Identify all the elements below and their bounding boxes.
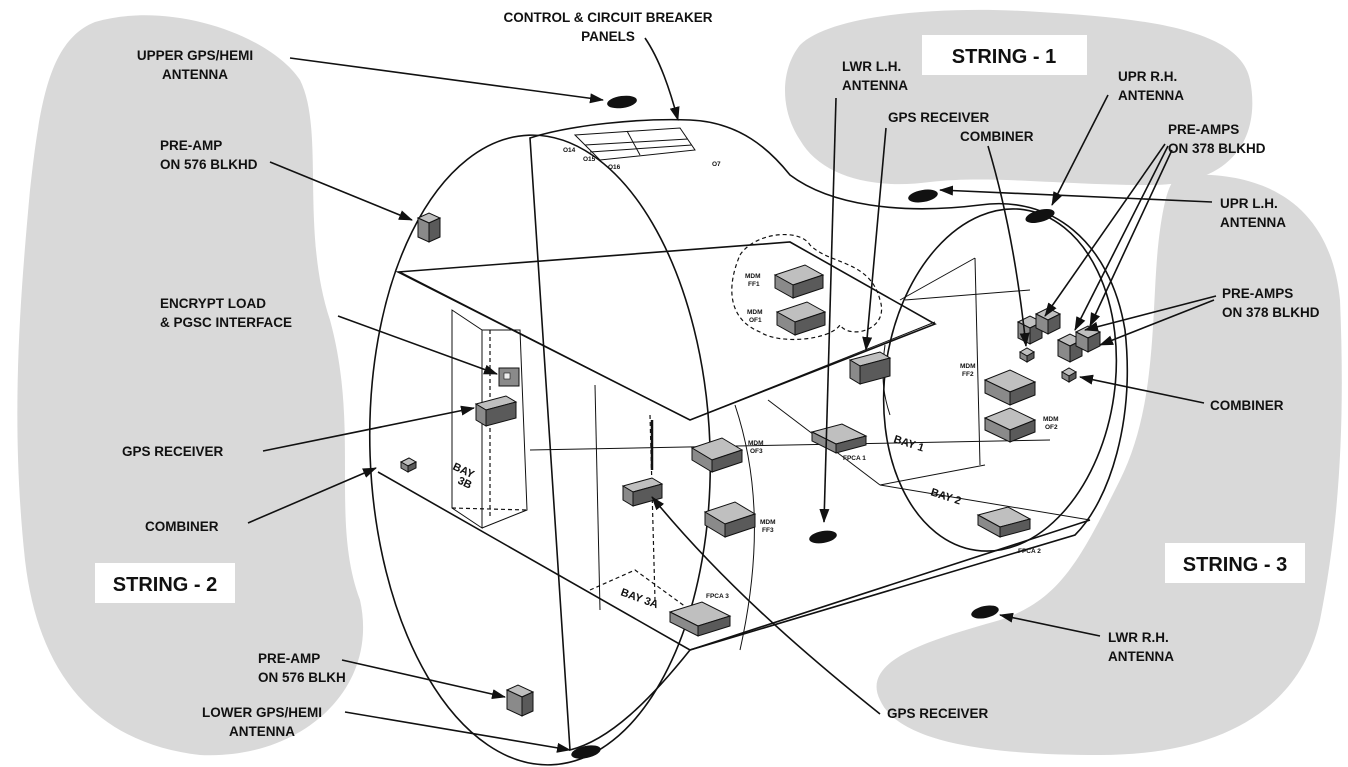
preamps-378-mid-label-2: ON 378 BLKHD — [1222, 305, 1320, 320]
string-3-region — [876, 174, 1342, 755]
upper-gps-antenna-label-2: ANTENNA — [162, 67, 228, 82]
mdm-ff2-label-1: MDM — [960, 363, 976, 370]
mdm-of1-label-2: OF1 — [749, 317, 762, 324]
preamp-576-top-box — [416, 212, 442, 243]
fpca2-label: FPCA 2 — [1018, 548, 1041, 555]
fpca2-box — [976, 506, 1032, 538]
upr-rh-antenna-label-1: UPR R.H. — [1118, 69, 1177, 84]
string-1-label-box — [922, 35, 1087, 75]
upr-rh-antenna-icon — [1025, 209, 1055, 223]
encrypt-load-label-1: ENCRYPT LOAD — [160, 296, 266, 311]
fpca1-box — [810, 423, 868, 454]
upper-gps-antenna-icon — [607, 95, 637, 109]
combiner-left-label: COMBINER — [145, 519, 219, 534]
lwr-lh-antenna-label-2: ANTENNA — [842, 78, 908, 93]
fpca3-box — [668, 601, 732, 637]
gps-receiver-left-box — [474, 395, 518, 427]
upr-lh-antenna-icon — [908, 189, 938, 203]
control-panels-label-1: CONTROL & CIRCUIT BREAKER — [504, 10, 713, 25]
string-2-label: STRING - 2 — [113, 574, 217, 596]
mdm-ff2-box — [983, 369, 1037, 406]
combiner-right-label: COMBINER — [1210, 398, 1284, 413]
panel-o16: O16 — [608, 164, 621, 171]
mdm-of3-box — [690, 437, 744, 473]
mdm-ff1-label-1: MDM — [745, 273, 761, 280]
overhead-panels: O14 O15 O16 O7 — [563, 127, 721, 171]
lwr-lh-antenna-label-1: LWR L.H. — [842, 59, 901, 74]
upr-lh-antenna-label-1: UPR L.H. — [1220, 196, 1278, 211]
panel-o14: O14 — [563, 147, 576, 154]
encrypt-load-label-2: & PGSC INTERFACE — [160, 315, 292, 330]
preamps-378-top-label-1: PRE-AMPS — [1168, 122, 1239, 137]
lwr-rh-antenna-label-2: ANTENNA — [1108, 649, 1174, 664]
lower-gps-antenna-icon — [571, 745, 601, 759]
mdm-ff3-label-2: FF3 — [762, 527, 774, 534]
panel-o7: O7 — [712, 161, 721, 168]
mdm-of2-label-2: OF2 — [1045, 424, 1058, 431]
control-panels-label-2: PANELS — [581, 29, 635, 44]
preamp-576-top-label-1: PRE-AMP — [160, 138, 222, 153]
mdm-ff1-box — [773, 264, 825, 299]
string-3-label-box — [1165, 543, 1305, 583]
bay-3b-label-2: 3B — [456, 475, 474, 492]
fpca3-label: FPCA 3 — [706, 593, 729, 600]
lower-gps-antenna-label-2: ANTENNA — [229, 724, 295, 739]
panel-o15: O15 — [583, 156, 596, 163]
bay-2-label: BAY 2 — [929, 486, 962, 507]
mdm-ff3-box — [703, 501, 757, 538]
mdm-of2-box — [983, 407, 1037, 443]
mdm-of3-label-2: OF3 — [750, 448, 763, 455]
upr-rh-antenna-label-2: ANTENNA — [1118, 88, 1184, 103]
gps-receiver-combiner-label-2: COMBINER — [960, 129, 1034, 144]
preamps-378-top-label-2: ON 378 BLKHD — [1168, 141, 1266, 156]
string-2-label-box — [95, 563, 235, 603]
lower-gps-antenna-label-1: LOWER GPS/HEMI — [202, 705, 322, 720]
preamps-378-mid-label-1: PRE-AMPS — [1222, 286, 1293, 301]
gps-receiver-aft-box — [848, 351, 892, 385]
encrypt-load-box — [498, 367, 520, 387]
gps-receiver-combiner-box — [1018, 347, 1036, 363]
string-1-region — [785, 9, 1253, 185]
mdm-of1-label-1: MDM — [747, 309, 763, 316]
mdm-ff3-label-1: MDM — [760, 519, 776, 526]
lwr-rh-antenna-icon — [971, 605, 999, 619]
bay-1-label: BAY 1 — [892, 433, 925, 454]
preamp-576-bottom-label-1: PRE-AMP — [258, 651, 320, 666]
combiner-left-box — [399, 457, 418, 473]
string-3-label: STRING - 3 — [1183, 554, 1287, 576]
mdm-of1-box — [775, 301, 827, 336]
mdm-of2-label-1: MDM — [1043, 416, 1059, 423]
leader-arrows — [247, 37, 1217, 753]
upper-gps-antenna-label-1: UPPER GPS/HEMI — [137, 48, 253, 63]
mdm-ff2-label-2: FF2 — [962, 371, 974, 378]
combiner-right-box — [1060, 367, 1078, 383]
gps-receiver-combiner-label-1: GPS RECEIVER — [888, 110, 990, 125]
string-2-region — [17, 15, 364, 756]
fpca1-label: FPCA 1 — [843, 455, 866, 462]
preamp-576-bottom-box — [505, 684, 535, 717]
mdm-of3-label-1: MDM — [748, 440, 764, 447]
bay-3a-label: BAY 3A — [619, 587, 660, 612]
preamp-576-top-label-2: ON 576 BLKHD — [160, 157, 258, 172]
lwr-rh-antenna-label-1: LWR R.H. — [1108, 630, 1169, 645]
gps-receiver-left-label: GPS RECEIVER — [122, 444, 224, 459]
lwr-lh-antenna-icon — [809, 530, 837, 544]
upr-lh-antenna-label-2: ANTENNA — [1220, 215, 1286, 230]
string-1-label: STRING - 1 — [952, 46, 1056, 68]
mdm-ff1-label-2: FF1 — [748, 281, 760, 288]
gps-receiver-bottom-label: GPS RECEIVER — [887, 706, 989, 721]
preamp-576-bottom-label-2: ON 576 BLKH — [258, 670, 346, 685]
